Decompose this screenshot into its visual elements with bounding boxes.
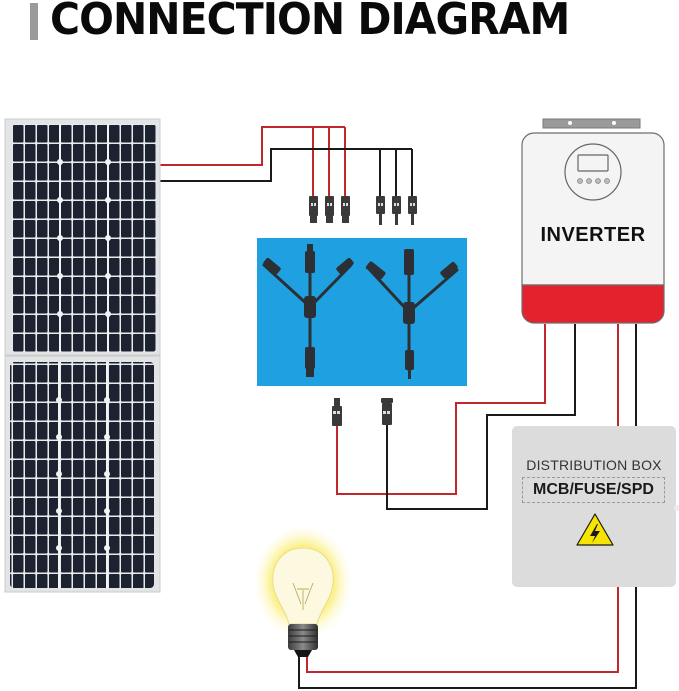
inverter-lcd-icon [577, 154, 609, 172]
inverter-label: INVERTER [540, 224, 646, 246]
wire-panel-negative [160, 148, 412, 182]
high-voltage-warning-icon [576, 513, 614, 546]
branch-connector-panel [257, 238, 467, 386]
mc4-connectors-positive [309, 196, 350, 223]
mc4-connector-output-positive [332, 398, 342, 426]
mc4-connector [392, 196, 401, 225]
inverter-buttons [577, 178, 610, 184]
mc4-connector [341, 196, 350, 223]
light-bulb-icon [251, 528, 355, 657]
wire-load-positive [306, 587, 619, 673]
inverter [521, 118, 665, 324]
y-branch-connector-left [262, 244, 354, 377]
wire-pv-positive-to-inverter [336, 324, 546, 495]
mc4-connector [309, 196, 318, 223]
mc4-connector [408, 196, 417, 225]
page-title: CONNECTION DIAGRAM [50, 0, 570, 45]
wire-pv-negative-to-inverter [386, 324, 576, 510]
inverter-bracket [542, 118, 641, 129]
distribution-box [512, 426, 679, 587]
distribution-box-label: DISTRIBUTION BOX [526, 457, 662, 473]
wire-load-negative [298, 587, 637, 689]
solar-panel-top [4, 118, 161, 356]
wire-panel-positive [160, 126, 345, 166]
inverter-display-bezel [564, 143, 622, 201]
distribution-box-sublabel: MCB/FUSE/SPD [522, 477, 665, 503]
mc4-connectors-negative [376, 196, 417, 225]
wiring [160, 126, 637, 689]
mc4-connector [325, 196, 334, 223]
mc4-connector-output-negative [381, 398, 393, 425]
mc4-connector [376, 196, 385, 225]
solar-panel-bottom [4, 355, 161, 593]
title-accent-bar [30, 3, 38, 40]
y-branch-connector-right [365, 249, 459, 379]
